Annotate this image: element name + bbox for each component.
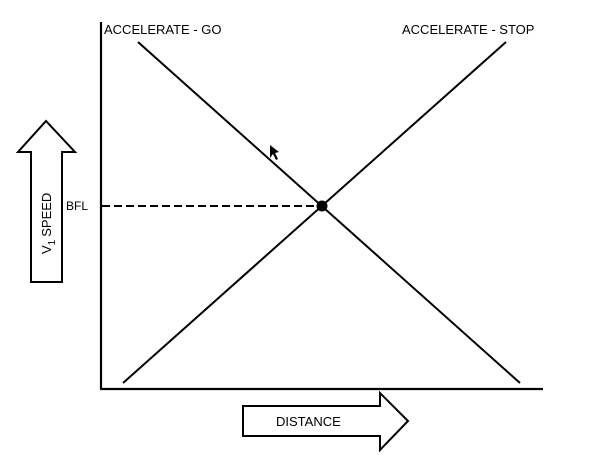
y-axis-label-subscript: 1 [47,239,58,245]
y-axis-label: V1 SPEED [39,193,58,254]
x-axis-label: DISTANCE [276,414,341,429]
up-arrow-icon [15,119,78,283]
right-arrow-icon [242,390,410,453]
cursor-arrow-icon [270,145,279,160]
y-axis-label-prefix: V [39,245,54,254]
accelerate-go-line [137,41,521,384]
bfl-label: BFL [66,199,88,213]
y-axis-label-word: SPEED [39,193,54,237]
accelerate-go-label: ACCELERATE - GO [104,22,222,37]
intersection-point [316,200,328,212]
accelerate-stop-line [122,41,507,384]
accelerate-stop-label: ACCELERATE - STOP [402,22,534,37]
